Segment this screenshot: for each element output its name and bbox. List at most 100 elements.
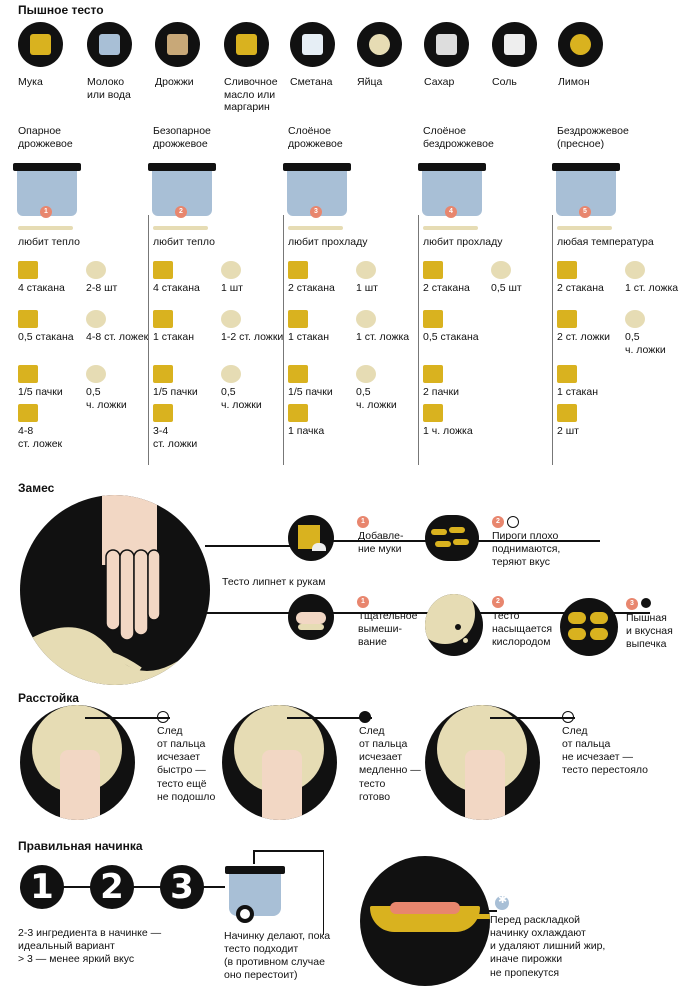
ingredient-icon bbox=[356, 310, 376, 328]
oxygen-dough-icon bbox=[425, 594, 483, 656]
ingredient-amount: 0,5 ч. ложки bbox=[221, 386, 262, 411]
section-title-filling: Правильная начинка bbox=[18, 839, 143, 853]
dough-title: Безопарное дрожжевое bbox=[153, 125, 211, 151]
dough-temperature: любит прохладу bbox=[288, 236, 368, 248]
ingredient-amount: 4 стакана bbox=[18, 282, 65, 294]
filling-number-2: 2 bbox=[90, 865, 134, 909]
ingredient-icon bbox=[625, 261, 645, 279]
ingredient-amount: 0,5 ч. ложки bbox=[625, 331, 666, 356]
ingredient-amount: 1 стакан bbox=[153, 331, 195, 343]
dough-number: 3 bbox=[310, 206, 322, 218]
thumbs-up-icon bbox=[359, 711, 371, 723]
thermometer-icon bbox=[557, 226, 612, 230]
kneading-sticky-label: Тесто липнет к рукам bbox=[222, 576, 326, 588]
ingredient-label: Сметана bbox=[290, 76, 333, 88]
ingredient-label: Сахар bbox=[424, 76, 455, 88]
ingredient-amount: 3-4 ст. ложки bbox=[153, 425, 198, 450]
yeast-icon bbox=[155, 22, 200, 67]
ingredient-amount: 1 шт bbox=[221, 282, 243, 294]
ingredient-icon bbox=[491, 261, 511, 279]
thumbs-down-icon bbox=[562, 711, 574, 723]
ingredient-amount: 1 стакан bbox=[557, 386, 599, 398]
filling-number-1: 1 bbox=[20, 865, 64, 909]
dough-title: Бездрожжевое (пресное) bbox=[557, 125, 629, 151]
ingredient-amount: 2 стакана bbox=[557, 282, 604, 294]
dough-temperature: любит тепло bbox=[153, 236, 215, 248]
ingredient-label: Соль bbox=[492, 76, 517, 88]
proofing-dough-illustration bbox=[222, 705, 337, 820]
ingredient-label: Лимон bbox=[558, 76, 590, 88]
pot-icon bbox=[148, 160, 216, 218]
ingredient-amount: 4-8 ст. ложек bbox=[18, 425, 63, 450]
thermometer-icon bbox=[153, 226, 208, 230]
ingredient-amount: 0,5 стакана bbox=[423, 331, 479, 343]
flour-icon bbox=[18, 22, 63, 67]
dough-temperature: любит тепло bbox=[18, 236, 80, 248]
dough-number: 5 bbox=[579, 206, 591, 218]
ingredient-icon bbox=[625, 310, 645, 328]
ingredient-amount: 4-8 ст. ложек bbox=[86, 331, 149, 343]
ingredient-amount: 1/5 пачки bbox=[288, 386, 333, 398]
ingredient-icon bbox=[423, 310, 443, 328]
ingredient-amount: 0,5 ч. ложки bbox=[86, 386, 127, 411]
filling-ingredients-note: 2-3 ингредиента в начинке — идеальный ва… bbox=[18, 927, 162, 966]
mixing-hand-icon bbox=[288, 594, 334, 640]
ingredient-amount: 1/5 пачки bbox=[18, 386, 63, 398]
kneading-bottom-step-3: Пышная и вкусная выпечка bbox=[626, 612, 673, 651]
filling-pot-note: Начинку делают, пока тесто подходит (в п… bbox=[224, 930, 331, 982]
ingredient-icon bbox=[288, 310, 308, 328]
kneading-top-step-2: Пироги плохо поднимаются, теряют вкус bbox=[492, 530, 561, 569]
ingredient-icon bbox=[221, 261, 241, 279]
ingredient-icon bbox=[18, 261, 38, 279]
dough-number: 4 bbox=[445, 206, 457, 218]
lemon-icon bbox=[558, 22, 603, 67]
ingredient-icon bbox=[18, 404, 38, 422]
section-title-kneading: Замес bbox=[18, 481, 55, 495]
salt-icon bbox=[492, 22, 537, 67]
ingredient-amount: 1 пачка bbox=[288, 425, 325, 437]
ingredient-icon bbox=[221, 365, 241, 383]
kneading-bottom-step-1: Тщательное вымеши- вание bbox=[358, 610, 418, 649]
ingredient-label: Дрожжи bbox=[155, 76, 194, 88]
dough-number: 2 bbox=[175, 206, 187, 218]
ingredient-amount: 1/5 пачки bbox=[153, 386, 198, 398]
proofing-note: След от пальца исчезает медленно — тесто… bbox=[359, 725, 421, 803]
kneading-bottom-step-2: Тесто насыщается кислородом bbox=[492, 610, 553, 649]
ingredient-icon bbox=[557, 261, 577, 279]
proofing-dough-illustration bbox=[425, 705, 540, 820]
timer-icon bbox=[236, 905, 254, 923]
ingredient-icon bbox=[423, 261, 443, 279]
dough-temperature: любая температура bbox=[557, 236, 654, 248]
ingredient-amount: 1 ст. ложка bbox=[356, 331, 410, 343]
filling-number-3: 3 bbox=[160, 865, 204, 909]
ingredient-amount: 2 стакана bbox=[423, 282, 470, 294]
ingredient-amount: 1 стакан bbox=[288, 331, 330, 343]
ingredient-icon bbox=[423, 365, 443, 383]
ingredient-icon bbox=[288, 365, 308, 383]
ingredient-icon bbox=[18, 365, 38, 383]
ingredient-amount: 2 стакана bbox=[288, 282, 335, 294]
kneading-top-step-1: Добавле- ние муки bbox=[358, 530, 404, 556]
section-title-fluffy: Пышное тесто bbox=[18, 3, 104, 17]
thermometer-icon bbox=[423, 226, 478, 230]
proofing-note: След от пальца не исчезает — тесто перес… bbox=[562, 725, 648, 777]
ingredient-icon bbox=[557, 365, 577, 383]
ingredient-amount: 2-8 шт bbox=[86, 282, 118, 294]
dough-temperature: любит прохладу bbox=[423, 236, 503, 248]
thermometer-icon bbox=[18, 226, 73, 230]
ingredient-icon bbox=[86, 310, 106, 328]
filling-strainer-note: Перед раскладкой начинку охлаждают и уда… bbox=[490, 914, 606, 979]
dough-number: 1 bbox=[40, 206, 52, 218]
ingredient-amount: 2 пачки bbox=[423, 386, 459, 398]
ingredient-amount: 2 шт bbox=[557, 425, 579, 437]
ingredient-icon bbox=[221, 310, 241, 328]
snowflake-icon: ✱ bbox=[495, 894, 509, 910]
ingredient-label: Молоко или вода bbox=[87, 76, 131, 101]
ingredient-icon bbox=[288, 261, 308, 279]
kneading-bottom-step-3-num: 3 bbox=[626, 598, 638, 610]
ingredient-icon bbox=[153, 261, 173, 279]
ingredient-icon bbox=[288, 404, 308, 422]
ingredient-amount: 0,5 шт bbox=[491, 282, 522, 294]
ingredient-icon bbox=[86, 365, 106, 383]
ingredient-icon bbox=[153, 310, 173, 328]
